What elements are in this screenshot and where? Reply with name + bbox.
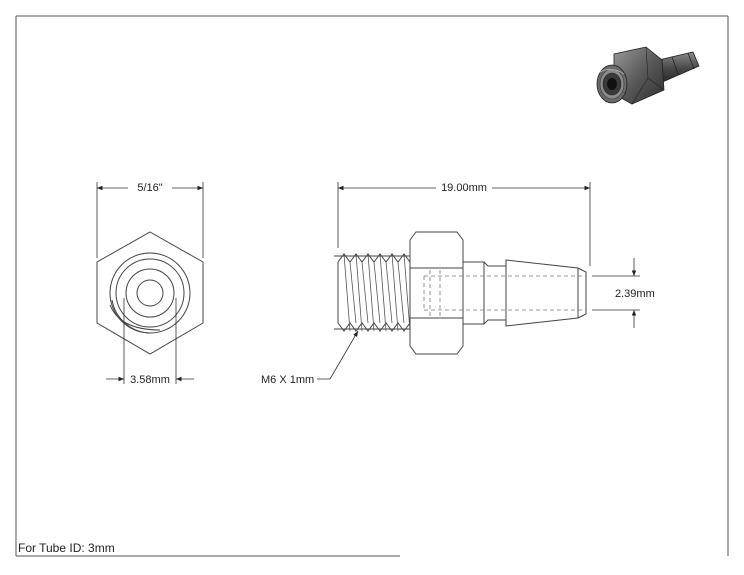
bore-circle (136, 279, 164, 307)
barb-cone (505, 259, 587, 327)
hex-body-side (409, 231, 464, 355)
bore-diameter-label: 3.58mm (130, 374, 170, 386)
thread-profile-top (337, 253, 411, 263)
thread-callout-label: M6 X 1mm (261, 374, 314, 386)
sheet-border (15, 15, 729, 557)
thread-lines (343, 253, 411, 332)
hidden-bore-lines (423, 270, 586, 316)
hex-outline (96, 231, 204, 355)
bore-dimension (106, 298, 194, 384)
barb-tip-dimension (592, 258, 640, 328)
overall-length-dimension (337, 182, 591, 266)
thread-profile-bottom (337, 322, 411, 332)
tube-id-note: For Tube ID: 3mm (18, 541, 115, 555)
overall-length-label: 19.00mm (441, 182, 487, 194)
end-view (96, 231, 204, 355)
side-view (334, 231, 587, 355)
isometric-thumbnail (596, 46, 700, 105)
thread-callout-leader (317, 330, 359, 380)
barb-tip-diameter-label: 2.39mm (615, 288, 655, 300)
hex-width-label: 5/16" (137, 182, 162, 194)
